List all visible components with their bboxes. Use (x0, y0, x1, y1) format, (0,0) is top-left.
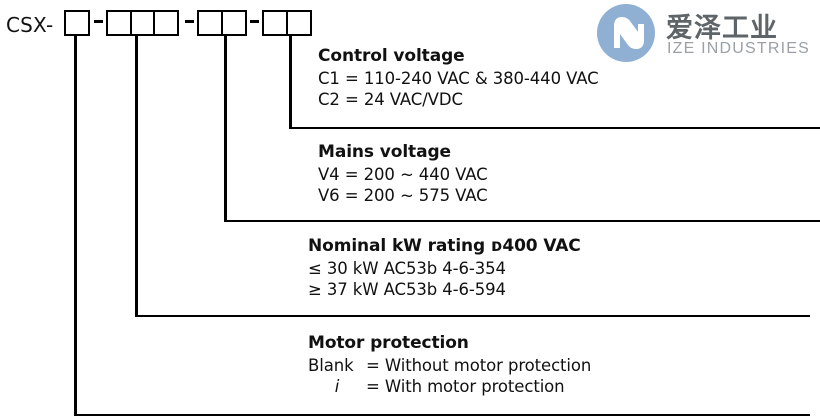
code-cell[interactable] (106, 10, 132, 36)
code-cell[interactable] (64, 10, 90, 36)
section-line: V4 = 200 ~ 440 VAC (318, 165, 488, 184)
logo-name-cn: 爱泽工业 (666, 13, 778, 44)
code-separator-dash (185, 20, 194, 23)
leader-line-mains-voltage (224, 34, 227, 222)
section-heading: Motor protection (308, 333, 469, 353)
section-kw-rating: Nominal kW rating ᴅ400 VAC ≤ 30 kW AC53b… (308, 236, 581, 300)
option-key: i (334, 377, 340, 396)
section-heading: Nominal kW rating ᴅ400 VAC (308, 236, 581, 256)
option-value: = Without motor protection (366, 356, 592, 375)
code-cell[interactable] (285, 10, 312, 36)
leader-rule-control-voltage (289, 126, 820, 129)
code-separator-dash (94, 20, 103, 23)
section-line: Blank = Without motor protection (308, 355, 591, 376)
logo-name-en: IZE INDUSTRIES (667, 40, 811, 57)
ize-circle-arrow-icon (596, 3, 656, 63)
leader-rule-motor-protection (74, 413, 810, 416)
code-group-control-voltage[interactable] (262, 10, 312, 36)
code-separator-dash (250, 20, 259, 23)
section-mains-voltage: Mains voltage V4 = 200 ~ 440 VAC V6 = 20… (318, 142, 488, 206)
section-heading: Mains voltage (318, 142, 451, 162)
leader-line-control-voltage (289, 34, 292, 129)
code-group-motor-protection[interactable] (64, 10, 90, 36)
option-value: = With motor protection (366, 377, 565, 396)
code-cell[interactable] (197, 10, 223, 36)
section-heading: Control voltage (318, 46, 465, 66)
part-number-prefix: CSX- (6, 13, 54, 37)
code-group-kw-rating[interactable] (106, 10, 179, 36)
company-logo: 爱泽工业 IZE INDUSTRIES (592, 2, 820, 64)
leader-rule-kw-rating (135, 314, 810, 317)
section-line: ≤ 30 kW AC53b 4-6-354 (308, 259, 506, 278)
section-line: C2 = 24 VAC/VDC (318, 90, 463, 109)
section-line: i = With motor protection (308, 376, 591, 397)
part-number-code-row: CSX- (0, 0, 820, 46)
option-key: Blank (308, 356, 354, 375)
leader-rule-mains-voltage (224, 219, 820, 222)
code-cell[interactable] (262, 10, 288, 36)
leader-line-motor-protection (74, 34, 77, 416)
section-line: ≥ 37 kW AC53b 4-6-594 (308, 280, 506, 299)
leader-line-kw-rating (135, 34, 138, 317)
code-cell[interactable] (220, 10, 247, 36)
section-line: V6 = 200 ~ 575 VAC (318, 186, 488, 205)
section-line: C1 = 110-240 VAC & 380-440 VAC (318, 69, 599, 88)
code-cell[interactable] (153, 10, 179, 36)
code-cell[interactable] (129, 10, 156, 36)
section-motor-protection: Motor protection Blank = Without motor p… (308, 333, 591, 397)
code-group-mains-voltage[interactable] (197, 10, 247, 36)
section-control-voltage: Control voltage C1 = 110-240 VAC & 380-4… (318, 46, 599, 110)
